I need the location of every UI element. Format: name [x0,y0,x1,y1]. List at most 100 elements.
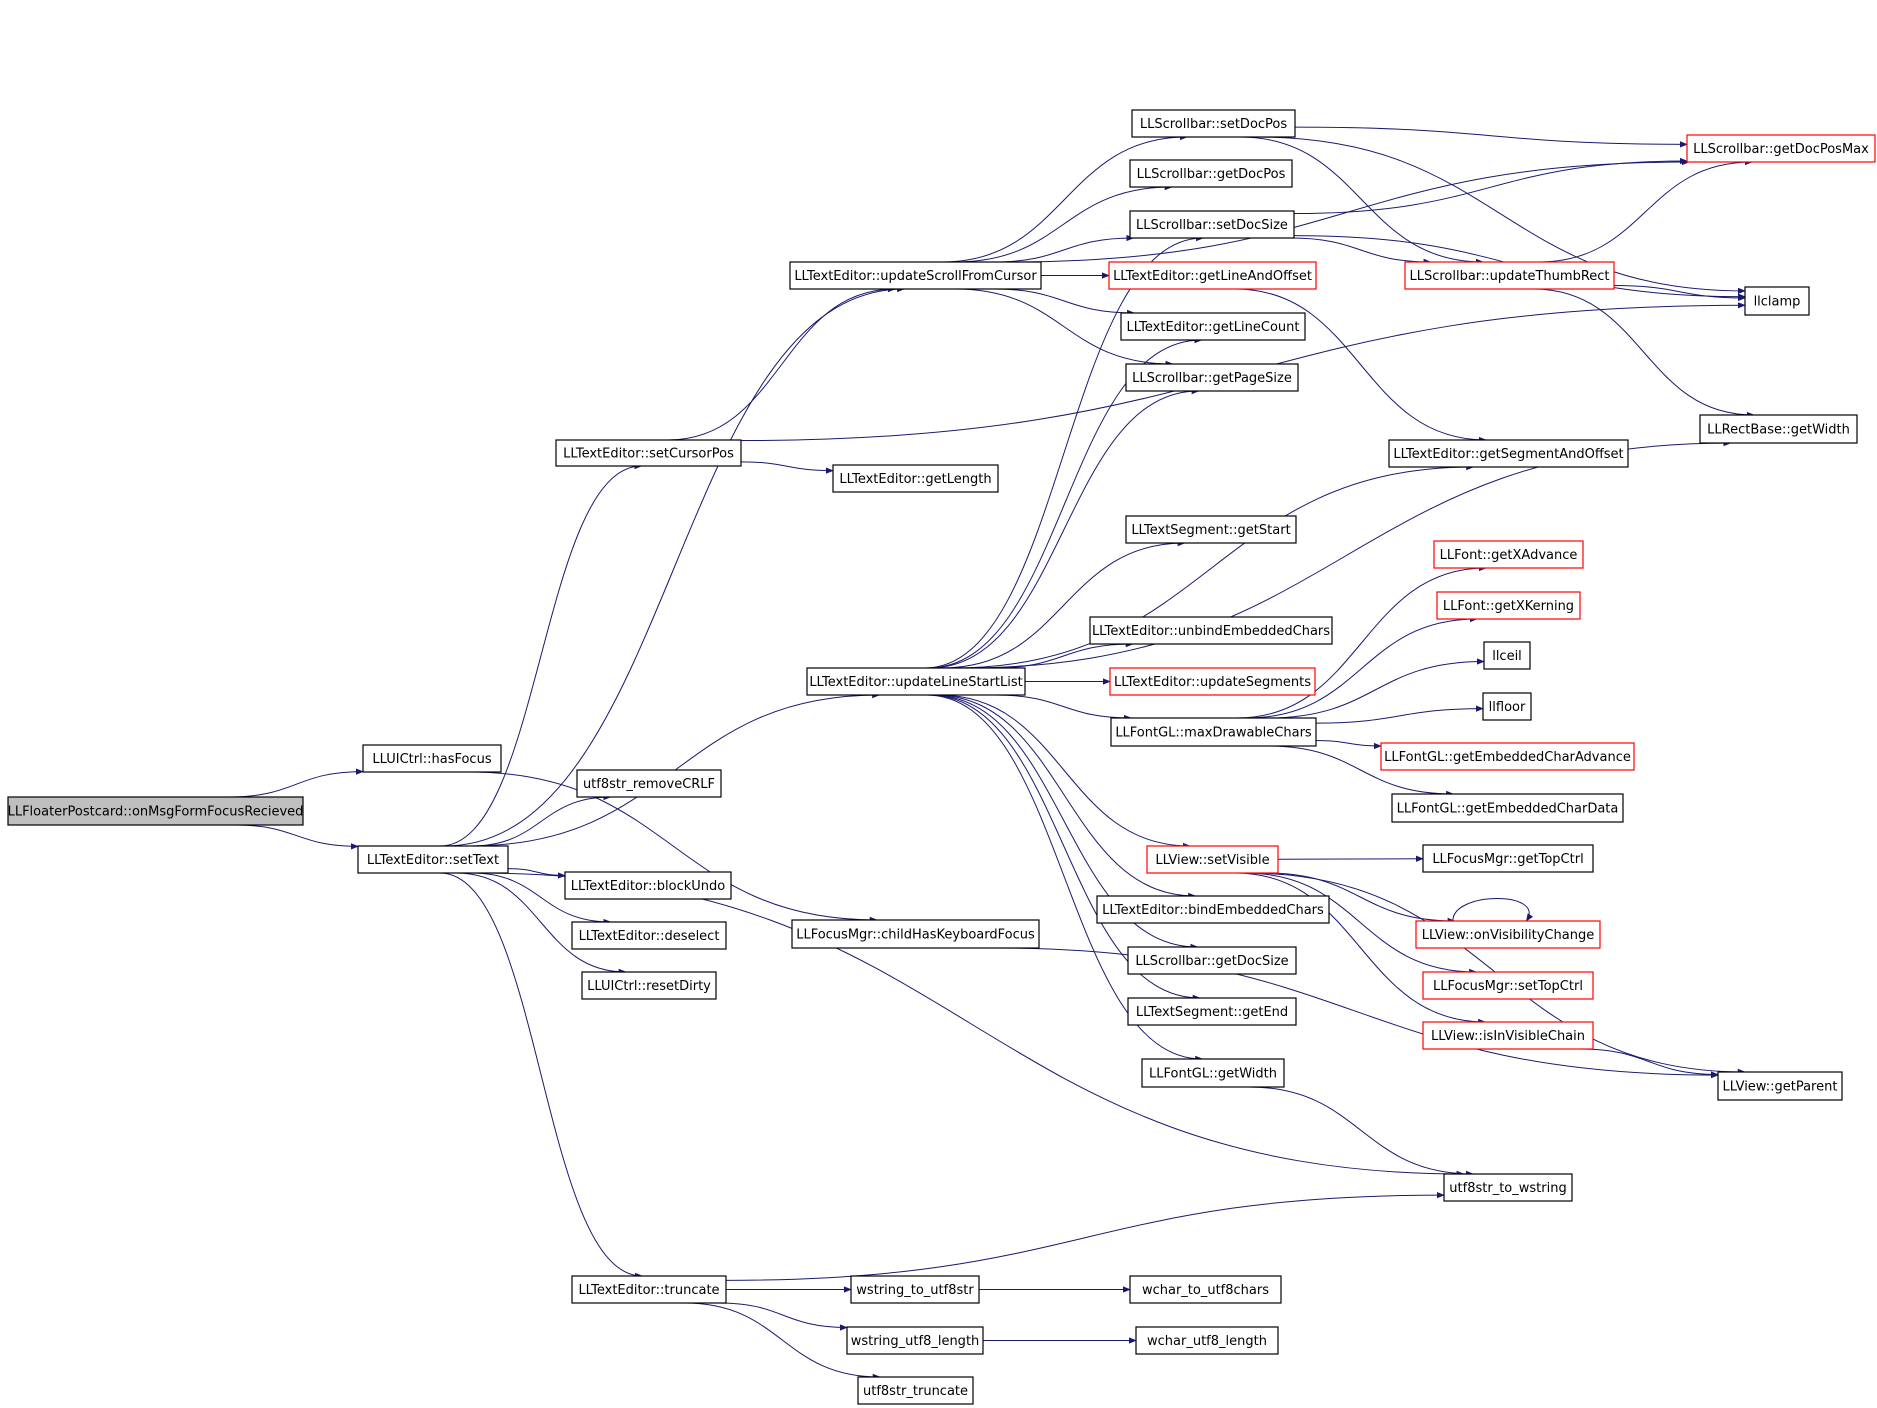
node-utf8strToWstring[interactable]: utf8str_to_wstring [1443,1173,1573,1202]
node-box[interactable] [1125,363,1299,392]
node-getParent[interactable]: LLView::getParent [1717,1071,1843,1101]
node-box[interactable] [1127,946,1297,975]
node-deselect[interactable]: LLTextEditor::deselect [571,921,727,950]
node-box[interactable] [1109,667,1316,696]
node-box[interactable] [1422,971,1594,1000]
node-box[interactable] [1129,159,1293,188]
node-llfloor[interactable]: llfloor [1482,692,1532,721]
node-box[interactable] [1717,1071,1843,1101]
node-getDocPosMax[interactable]: LLScrollbar::getDocPosMax [1686,134,1876,163]
node-box[interactable] [555,439,742,467]
node-box[interactable] [1108,261,1317,290]
node-segGetStart[interactable]: LLTextSegment::getStart [1125,515,1297,544]
node-box[interactable] [1415,920,1601,949]
node-getLength[interactable]: LLTextEditor::getLength [832,464,999,493]
node-updateScrollFromCursor[interactable]: LLTextEditor::updateScrollFromCursor [789,261,1042,290]
node-box[interactable] [832,464,999,493]
node-box[interactable] [1146,845,1279,874]
node-hasFocus[interactable]: LLUICtrl::hasFocus [362,744,502,773]
node-box[interactable] [857,1376,974,1405]
node-childHasKeyboardFocus[interactable]: LLFocusMgr::childHasKeyboardFocus [791,919,1040,949]
node-getEmbeddedCharAdvance[interactable]: LLFontGL::getEmbeddedCharAdvance [1380,742,1635,771]
node-box[interactable] [1129,210,1295,239]
node-getXKerning[interactable]: LLFont::getXKerning [1436,591,1581,620]
node-sbSetDocPos[interactable]: LLScrollbar::setDocPos [1131,109,1296,138]
node-box[interactable] [1422,1021,1594,1050]
node-box[interactable] [806,667,1026,696]
node-box[interactable] [564,871,732,900]
node-box[interactable] [1388,439,1629,468]
node-setVisible[interactable]: LLView::setVisible [1146,845,1279,874]
node-utf8strTruncate[interactable]: utf8str_truncate [857,1376,974,1405]
node-box[interactable] [1141,1058,1285,1088]
node-box[interactable] [1131,109,1296,138]
node-truncate[interactable]: LLTextEditor::truncate [571,1275,727,1304]
node-box[interactable] [1135,1326,1279,1355]
node-onVisibilityChange[interactable]: LLView::onVisibilityChange [1415,920,1601,949]
node-box[interactable] [571,921,727,950]
node-llceil[interactable]: llceil [1483,641,1531,670]
node-box[interactable] [1433,540,1584,569]
node-box[interactable] [362,744,502,773]
node-box[interactable] [1096,895,1330,924]
node-box[interactable] [1744,286,1810,316]
node-box[interactable] [1391,793,1624,823]
node-box[interactable] [1125,515,1297,544]
node-maxDrawableChars[interactable]: LLFontGL::maxDrawableChars [1110,717,1317,747]
node-box[interactable] [1380,742,1635,771]
node-sbGetDocPos[interactable]: LLScrollbar::getDocPos [1129,159,1293,188]
node-updateSegments[interactable]: LLTextEditor::updateSegments [1109,667,1316,696]
node-updateThumbRect[interactable]: LLScrollbar::updateThumbRect [1404,261,1615,290]
node-box[interactable] [1404,261,1615,290]
node-box[interactable] [1110,717,1317,747]
node-box[interactable] [7,796,304,826]
node-fontGetWidth[interactable]: LLFontGL::getWidth [1141,1058,1285,1088]
node-setTopCtrl[interactable]: LLFocusMgr::setTopCtrl [1422,971,1594,1000]
node-rectGetWidth[interactable]: LLRectBase::getWidth [1699,414,1858,444]
node-box[interactable] [357,845,509,874]
node-bindEmbeddedChars[interactable]: LLTextEditor::bindEmbeddedChars [1096,895,1330,924]
node-root[interactable]: LLFloaterPostcard::onMsgFormFocusRecieve… [7,796,304,826]
node-box[interactable] [1127,997,1297,1026]
node-resetDirty[interactable]: LLUICtrl::resetDirty [581,971,717,1000]
node-box[interactable] [1686,134,1876,163]
node-box[interactable] [1483,641,1531,670]
node-box[interactable] [1482,692,1532,721]
node-box[interactable] [789,261,1042,290]
node-isInVisibleChain[interactable]: LLView::isInVisibleChain [1422,1021,1594,1050]
node-box[interactable] [1436,591,1581,620]
node-getEmbeddedCharData[interactable]: LLFontGL::getEmbeddedCharData [1391,793,1624,823]
node-wcharToUtf8chars[interactable]: wchar_to_utf8chars [1129,1275,1282,1304]
node-box[interactable] [1120,312,1306,341]
node-segGetEnd[interactable]: LLTextSegment::getEnd [1127,997,1297,1026]
node-getXAdvance[interactable]: LLFont::getXAdvance [1433,540,1584,569]
node-llclamp[interactable]: llclamp [1744,286,1810,316]
node-box[interactable] [1699,414,1858,444]
node-box[interactable] [1422,844,1594,873]
node-sbGetDocSize[interactable]: LLScrollbar::getDocSize [1127,946,1297,975]
node-removeCRLF[interactable]: utf8str_removeCRLF [576,769,722,798]
node-box[interactable] [1129,1275,1282,1304]
node-updateLineStartList[interactable]: LLTextEditor::updateLineStartList [806,667,1026,696]
node-box[interactable] [1443,1173,1573,1202]
node-wcharUtf8Length[interactable]: wchar_utf8_length [1135,1326,1279,1355]
node-sbSetDocSize[interactable]: LLScrollbar::setDocSize [1129,210,1295,239]
node-box[interactable] [846,1326,984,1355]
node-setCursorPos[interactable]: LLTextEditor::setCursorPos [555,439,742,467]
node-getSegmentAndOffset[interactable]: LLTextEditor::getSegmentAndOffset [1388,439,1629,468]
node-blockUndo[interactable]: LLTextEditor::blockUndo [564,871,732,900]
node-box[interactable] [571,1275,727,1304]
node-getTopCtrl[interactable]: LLFocusMgr::getTopCtrl [1422,844,1594,873]
node-getLineCount[interactable]: LLTextEditor::getLineCount [1120,312,1306,341]
node-unbindEmbeddedChars[interactable]: LLTextEditor::unbindEmbeddedChars [1089,616,1333,645]
node-box[interactable] [576,769,722,798]
node-box[interactable] [791,919,1040,949]
node-wstringUtf8Length[interactable]: wstring_utf8_length [846,1326,984,1355]
node-sbGetPageSize[interactable]: LLScrollbar::getPageSize [1125,363,1299,392]
node-wstringToUtf8str[interactable]: wstring_to_utf8str [850,1275,980,1304]
node-setText[interactable]: LLTextEditor::setText [357,845,509,874]
node-box[interactable] [850,1275,980,1304]
node-box[interactable] [1089,616,1333,645]
node-box[interactable] [581,971,717,1000]
node-getLineAndOffset[interactable]: LLTextEditor::getLineAndOffset [1108,261,1317,290]
